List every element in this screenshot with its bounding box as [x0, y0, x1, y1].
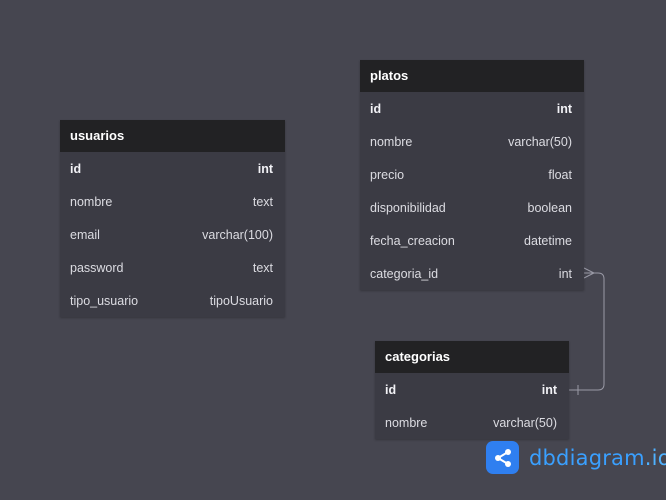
field-type: datetime: [524, 233, 572, 248]
field-type: int: [558, 266, 572, 281]
field-name: fecha_creacion: [370, 233, 455, 248]
field-type: tipoUsuario: [209, 293, 273, 308]
field-type: boolean: [527, 200, 573, 215]
field-row[interactable]: tipo_usuario tipoUsuario: [60, 284, 285, 317]
field-type: float: [548, 167, 572, 182]
crows-foot-marker: [583, 267, 596, 279]
table-header[interactable]: usuarios: [60, 120, 285, 152]
table-usuarios[interactable]: usuarios id int nombre text email varcha…: [60, 120, 285, 317]
field-type: text: [252, 194, 273, 209]
field-row[interactable]: fecha_creacion datetime: [360, 224, 584, 257]
field-name: tipo_usuario: [70, 293, 139, 308]
field-type: int: [541, 382, 557, 397]
field-type: varchar(50): [493, 415, 557, 430]
table-header[interactable]: platos: [360, 60, 584, 92]
field-type: varchar(50): [508, 134, 572, 149]
relation-line[interactable]: [569, 272, 605, 391]
field-row[interactable]: nombre varchar(50): [375, 406, 569, 439]
field-row[interactable]: email varchar(100): [60, 218, 285, 251]
field-name: disponibilidad: [370, 200, 446, 215]
field-type: text: [252, 260, 273, 275]
table-categorias[interactable]: categorias id int nombre varchar(50): [375, 341, 569, 439]
field-type: int: [257, 161, 273, 176]
field-row[interactable]: nombre varchar(50): [360, 125, 584, 158]
field-name: id: [370, 101, 382, 116]
field-row[interactable]: id int: [60, 152, 285, 185]
table-header[interactable]: categorias: [375, 341, 569, 373]
field-type: int: [556, 101, 572, 116]
field-name: nombre: [385, 415, 428, 430]
share-node-icon: [486, 441, 519, 474]
table-platos[interactable]: platos id int nombre varchar(50) precio …: [360, 60, 584, 290]
field-name: precio: [370, 167, 405, 182]
dbdiagram-brand[interactable]: dbdiagram.io: [486, 441, 666, 474]
field-name: nombre: [70, 194, 113, 209]
brand-name: dbdiagram.io: [529, 446, 666, 470]
field-name: email: [70, 227, 100, 242]
field-row[interactable]: categoria_id int: [360, 257, 584, 290]
field-name: password: [70, 260, 124, 275]
field-type: varchar(100): [202, 227, 273, 242]
field-name: categoria_id: [370, 266, 439, 281]
brand-tld: .io: [644, 445, 666, 470]
field-row[interactable]: precio float: [360, 158, 584, 191]
field-row[interactable]: id int: [360, 92, 584, 125]
field-row[interactable]: password text: [60, 251, 285, 284]
brand-name-main: dbdiagram: [529, 445, 645, 470]
field-name: id: [70, 161, 82, 176]
field-name: nombre: [370, 134, 413, 149]
field-name: id: [385, 382, 397, 397]
field-row[interactable]: disponibilidad boolean: [360, 191, 584, 224]
field-row[interactable]: nombre text: [60, 185, 285, 218]
field-row[interactable]: id int: [375, 373, 569, 406]
